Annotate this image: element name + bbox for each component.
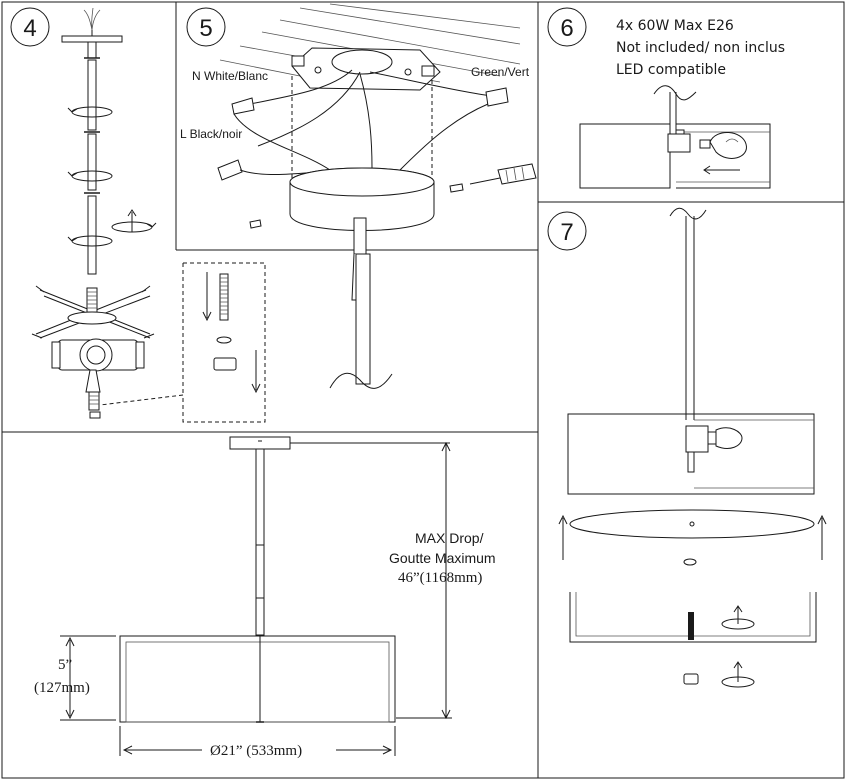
- step-4-number: 4: [23, 15, 36, 42]
- step-5-number: 5: [199, 15, 212, 42]
- step-7-shade-assembly: [558, 207, 827, 688]
- step-5-labels: N White/Blanc L Black/noir Green/Vert: [180, 65, 530, 141]
- max-drop-label-2: Goutte Maximum: [389, 550, 496, 566]
- step-4-detail-callout: [99, 262, 266, 423]
- step-7-number: 7: [560, 219, 573, 246]
- step-4-rod-assembly: [31, 7, 157, 419]
- height-value-mm: (127mm): [34, 680, 90, 696]
- step-6-badge: 6: [547, 7, 587, 47]
- dimension-drawing: [60, 436, 452, 756]
- step-7-badge: 7: [547, 211, 587, 251]
- step-4-badge: 4: [10, 7, 50, 47]
- step-5-badge: 5: [186, 7, 226, 47]
- bulb-spec-line-2: Not included/ non inclus: [616, 40, 785, 56]
- line-wire-label: L Black/noir: [180, 127, 242, 141]
- neutral-wire-label: N White/Blanc: [192, 69, 268, 83]
- diameter-value: Ø21” (533mm): [210, 743, 302, 759]
- bulb-spec-line-1: 4x 60W Max E26: [616, 18, 734, 34]
- max-drop-label-1: MAX Drop/: [415, 530, 484, 546]
- height-value-inches: 5”: [58, 657, 72, 673]
- dimension-labels: MAX Drop/ Goutte Maximum 46”(1168mm) 5” …: [34, 530, 496, 759]
- step-6-bulb: 4x 60W Max E26 Not included/ non inclus …: [579, 18, 785, 189]
- ground-wire-label: Green/Vert: [471, 65, 530, 79]
- max-drop-value: 46”(1168mm): [398, 570, 482, 586]
- bulb-spec-line-3: LED compatible: [616, 62, 726, 78]
- step-6-number: 6: [560, 15, 573, 42]
- step-5-ceiling-wiring: [217, 3, 537, 389]
